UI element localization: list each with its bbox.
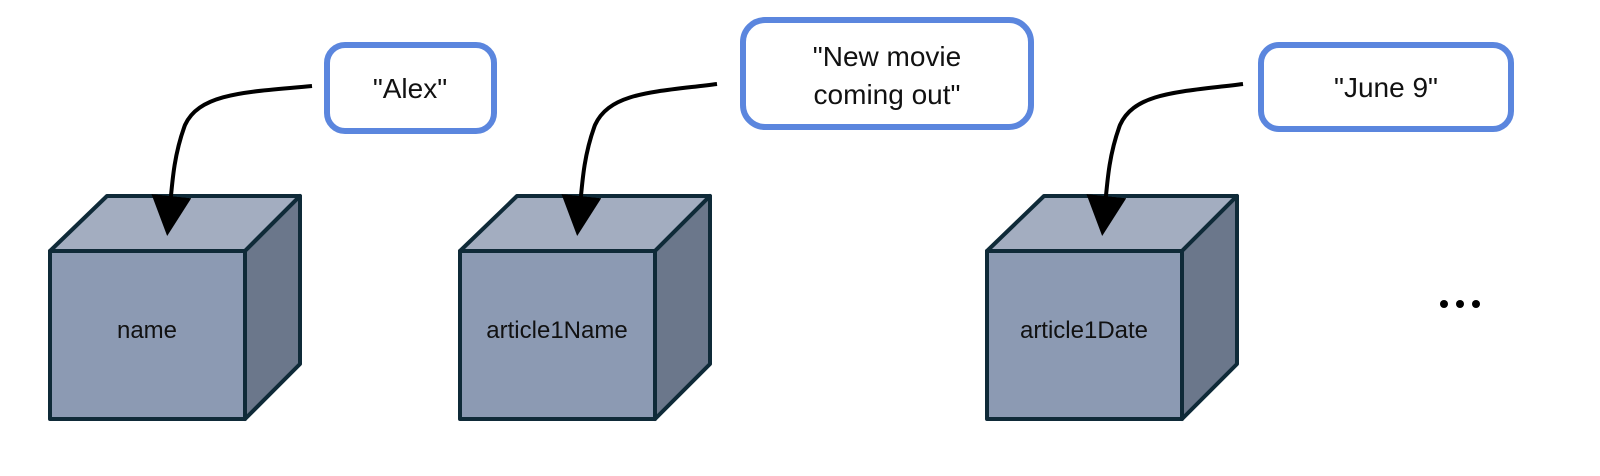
assignment-arrow-name bbox=[151, 84, 313, 236]
variable-name: name "Alex" bbox=[48, 42, 497, 421]
value-text-alex: "Alex" bbox=[373, 73, 447, 104]
variable-label-name: name bbox=[117, 317, 177, 344]
variable-article1date: article1Date "June 9" bbox=[985, 42, 1514, 421]
variable-box-name: name bbox=[48, 194, 302, 421]
variable-box-article1name: article1Name bbox=[458, 194, 712, 421]
value-text-line-2: coming out" bbox=[814, 79, 961, 110]
assignment-arrow-article1date bbox=[1086, 82, 1244, 236]
ellipsis-icon bbox=[1440, 300, 1480, 308]
assignment-arrow-article1name bbox=[561, 82, 718, 236]
value-text-june-9: "June 9" bbox=[1334, 72, 1438, 103]
box-front bbox=[48, 249, 247, 421]
bubble-outline bbox=[1258, 42, 1514, 132]
ellipsis-dot bbox=[1456, 300, 1464, 308]
variable-label-article1name: article1Name bbox=[486, 317, 627, 344]
value-bubble-alex: "Alex" bbox=[324, 42, 497, 134]
variable-label-article1date: article1Date bbox=[1020, 317, 1148, 344]
ellipsis-dot bbox=[1440, 300, 1448, 308]
value-text-line-1: "New movie bbox=[813, 41, 961, 72]
ellipsis-dot bbox=[1472, 300, 1480, 308]
box-front bbox=[985, 249, 1184, 421]
variable-box-article1date: article1Date bbox=[985, 194, 1239, 421]
value-bubble-new-movie: "New movie coming out" bbox=[740, 17, 1034, 130]
bubble-outline bbox=[324, 42, 497, 134]
variable-article1name: article1Name "New movie coming out" bbox=[458, 17, 1034, 421]
value-bubble-june-9: "June 9" bbox=[1258, 42, 1514, 132]
box-front bbox=[458, 249, 657, 421]
bubble-outline bbox=[740, 17, 1034, 130]
